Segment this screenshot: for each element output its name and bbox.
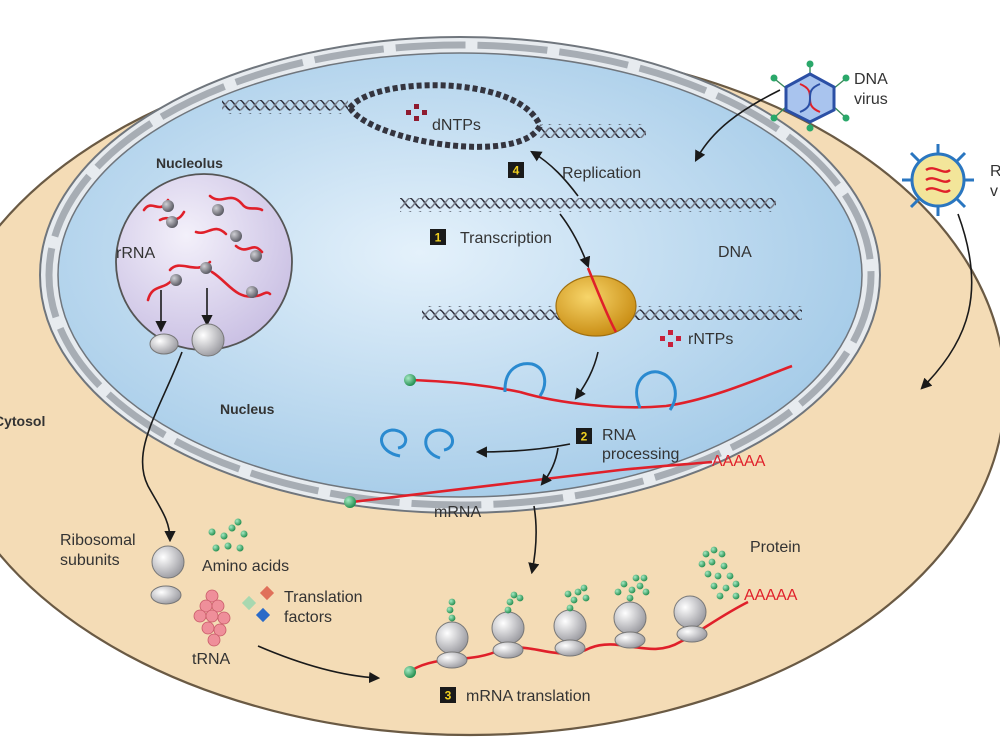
- mature-mrna-strand: [351, 460, 713, 504]
- nascent-rna-strand: [586, 267, 618, 333]
- cytosol-ribosomal-subunits: [150, 545, 185, 605]
- translation-factors-label-line2: factors: [284, 609, 332, 626]
- step-badge-transcription: 1: [430, 229, 446, 245]
- rna-virus-icon: [902, 144, 974, 216]
- mrna-cap: [344, 496, 356, 508]
- trna-cloverleaf: [193, 589, 231, 647]
- nucleolus-subunits: [149, 323, 225, 357]
- rna-virus-label-line1: R: [990, 163, 1000, 180]
- intron-loop-left: [503, 362, 547, 397]
- ribosomal-subunits-label-line1: Ribosomal: [60, 532, 136, 549]
- cytosol-label: Cytosol: [0, 413, 45, 429]
- dna-virus-label-line1: DNA: [854, 71, 888, 88]
- nucleus-label: Nucleus: [220, 401, 275, 417]
- transcription-arrow: [559, 213, 591, 269]
- dna-virus-label-line2: virus: [854, 91, 888, 108]
- transcription-label: Transcription: [460, 230, 552, 247]
- pre-mrna-cap: [404, 374, 416, 386]
- ribosome-export-arrow: [141, 351, 183, 543]
- protein-cluster: [698, 546, 740, 600]
- dna-virus-entry-arrow: [694, 89, 781, 162]
- dna-left-strand: [222, 100, 348, 114]
- nuclear-envelope-pores: [45, 41, 875, 509]
- dna-label: DNA: [718, 244, 752, 261]
- svg-text:3: 3: [445, 689, 452, 703]
- translating-mrna-cap: [404, 666, 416, 678]
- step-badge-mrna-translation: 3: [440, 687, 456, 703]
- dna-virus-icon: [770, 60, 850, 132]
- nucleus-region: [57, 52, 863, 498]
- replication-bubble-bottom: [347, 106, 543, 150]
- nucleolus-body: [115, 173, 293, 351]
- mrna-translation-label: mRNA translation: [466, 688, 591, 705]
- poly-a-tail-lower: AAAAA: [744, 587, 798, 604]
- rna-virus-label-line2: v: [990, 183, 998, 200]
- dna-main-strand: [400, 198, 776, 212]
- rna-polymerase: [555, 275, 637, 337]
- step-badge-rna-processing: 2: [576, 428, 592, 444]
- rrna-label: rRNA: [116, 245, 155, 262]
- rntp-squares: [660, 330, 681, 347]
- growing-polypeptide-chains: [446, 574, 650, 622]
- pre-mrna-strand: [411, 364, 793, 409]
- translation-factors-label-line1: Translation: [284, 589, 363, 606]
- intron-removal-arrow: [475, 443, 571, 458]
- rna-processing-label-line1: RNA: [602, 427, 636, 444]
- rna-processing-label-line2: processing: [602, 446, 679, 463]
- trna-label: tRNA: [192, 651, 231, 668]
- amino-acids-label: Amino acids: [202, 558, 289, 575]
- nucleolus-label: Nucleolus: [156, 155, 223, 171]
- intron-loop-right: [635, 370, 677, 411]
- svg-text:1: 1: [435, 231, 442, 245]
- mrna-label: mRNA: [434, 504, 481, 521]
- excised-intron-1: [380, 428, 408, 458]
- trna-to-translation-arrow: [257, 645, 381, 684]
- dntps-label: dNTPs: [432, 117, 481, 134]
- replication-bubble-top: [347, 82, 543, 128]
- svg-text:4: 4: [513, 164, 520, 178]
- mrna-export-arrow: [528, 505, 540, 575]
- poly-a-tail-upper: AAAAA: [712, 453, 766, 470]
- dna-right-strand: [540, 124, 646, 138]
- excised-intron-2: [424, 428, 454, 460]
- step-badge-replication: 4: [508, 162, 524, 178]
- nucleolus-ribonucleoprotein-dots: [162, 200, 262, 298]
- mrna-formation-arrow: [540, 447, 559, 486]
- protein-label: Protein: [750, 539, 801, 556]
- transcription-to-replication-arrow: [530, 150, 579, 197]
- amino-acid-cluster: [208, 518, 248, 552]
- polysome-ribosomes: [435, 595, 708, 669]
- rna-virus-entry-arrow: [920, 213, 973, 390]
- processing-arrow: [574, 351, 599, 400]
- replication-label: Replication: [562, 165, 641, 182]
- svg-text:2: 2: [581, 430, 588, 444]
- ribosomal-subunits-label-line2: subunits: [60, 552, 120, 569]
- rntps-label: rNTPs: [688, 331, 733, 348]
- translation-factor-shapes: [241, 585, 275, 623]
- dntp-squares: [406, 104, 427, 121]
